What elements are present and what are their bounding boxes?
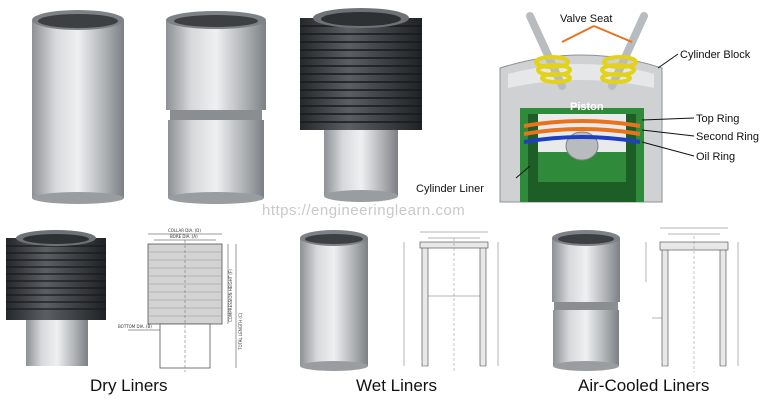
cylinder-block-label: Cylinder Block: [680, 49, 751, 61]
plain-liner-photo: [32, 10, 124, 204]
collared-liner-photo: [166, 11, 266, 204]
wet-liner-photo: [300, 230, 368, 371]
bottom-dia-label: BOTTOM DIA. (B): [118, 324, 152, 329]
valve-seat-label: Valve Seat: [560, 13, 612, 25]
second-ring-label: Second Ring: [696, 131, 759, 143]
air-cooled-liners-caption: Air-Cooled Liners: [578, 376, 710, 395]
oil-ring-label: Oil Ring: [696, 151, 735, 163]
wet-liners-caption: Wet Liners: [356, 376, 437, 395]
watermark: https://engineeringlearn.com: [262, 202, 466, 219]
dry-liner-drawing: COLLAR DIA. (D) BORE DIA. (A) COMPRESSIO…: [118, 228, 243, 372]
bore-dia-label: BORE DIA. (A): [170, 234, 198, 239]
cylinder-liner-diagram: Valve Seat Cylinder Block Piston Top Rin…: [416, 12, 759, 203]
top-ring-label: Top Ring: [696, 113, 739, 125]
piston-label: Piston: [570, 101, 604, 113]
wet-liner-drawing: [403, 231, 499, 372]
air-cooled-liner-photo: [552, 230, 620, 371]
finned-liner-photo: [300, 8, 422, 202]
dry-liners-caption: Dry Liners: [90, 376, 168, 395]
dry-liner-photo: [6, 230, 106, 366]
collar-dia-label: COLLAR DIA. (D): [168, 228, 201, 233]
air-cooled-liner-drawing: [645, 227, 739, 372]
total-length-label: TOTAL LENGTH (C): [238, 312, 243, 351]
cylinder-liner-label: Cylinder Liner: [416, 183, 484, 195]
compression-height-label: COMPRESSION HEIGHT (F): [228, 269, 233, 322]
